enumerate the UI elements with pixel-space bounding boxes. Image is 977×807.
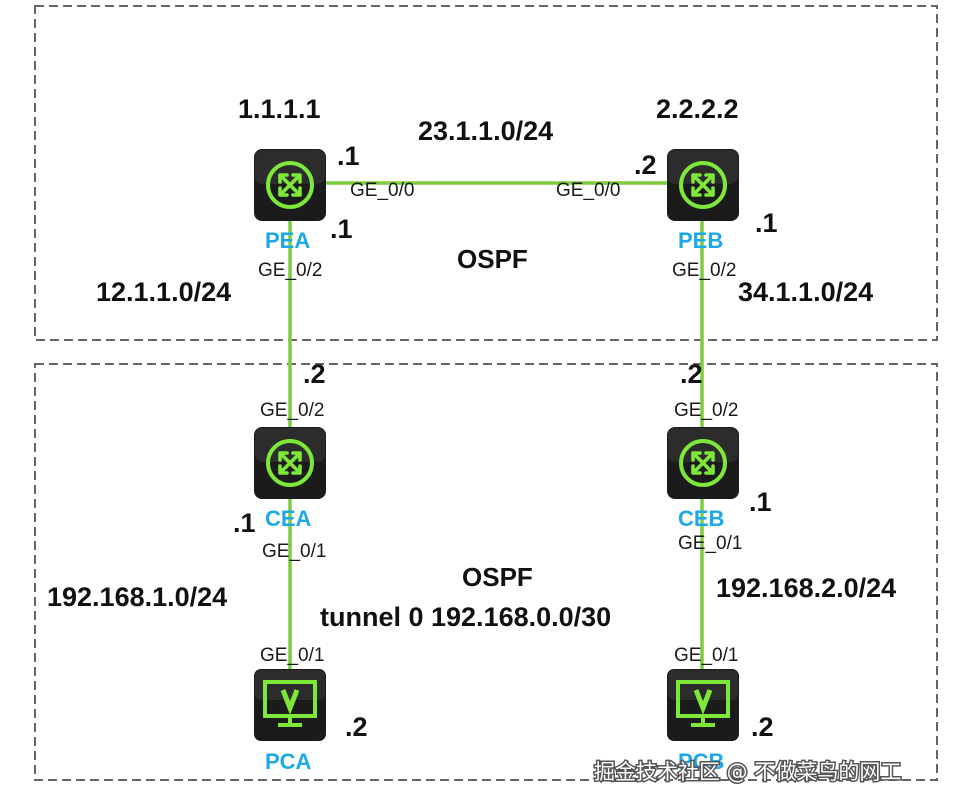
subnet-label: 192.168.1.0/24 <box>47 582 227 612</box>
interface-label: GE_0/2 <box>260 400 324 421</box>
device-cea[interactable] <box>254 427 326 499</box>
host-addr-label: .1 <box>330 214 353 244</box>
router-icon <box>254 149 326 221</box>
pc-monitor-icon <box>667 669 739 741</box>
device-peb[interactable] <box>667 149 739 221</box>
interface-label: GE_0/1 <box>262 541 326 562</box>
host-addr-label: .2 <box>345 712 368 742</box>
device-pea[interactable] <box>254 149 326 221</box>
interface-label: GE_0/1 <box>260 645 324 666</box>
protocol-label-bottom: OSPF <box>462 562 533 592</box>
device-name-cea: CEA <box>265 506 312 531</box>
subnet-label: 34.1.1.0/24 <box>738 277 873 307</box>
router-icon <box>254 427 326 499</box>
interface-label: GE_0/2 <box>672 260 736 281</box>
ospf-region-bottom <box>34 363 938 781</box>
protocol-label-top: OSPF <box>457 244 528 274</box>
host-addr-label: .1 <box>749 487 772 517</box>
tunnel-label: tunnel 0 192.168.0.0/30 <box>320 602 611 632</box>
pc-monitor-icon <box>254 669 326 741</box>
watermark-outline: 掘金技术社区 @ 不做菜鸟的网工 <box>594 760 901 784</box>
device-name-pcb: PCB <box>678 749 724 774</box>
device-name-peb: PEB <box>678 228 723 253</box>
host-addr-label: .1 <box>337 141 360 171</box>
interface-label: GE_0/2 <box>258 260 322 281</box>
interface-label: GE_0/0 <box>556 180 620 201</box>
host-addr-label: .2 <box>751 712 774 742</box>
host-addr-label: .2 <box>303 359 326 389</box>
subnet-label: 12.1.1.0/24 <box>96 277 231 307</box>
router-id-pea: 1.1.1.1 <box>238 94 321 124</box>
host-addr-label: .1 <box>233 508 256 538</box>
router-icon <box>667 427 739 499</box>
router-icon <box>667 149 739 221</box>
interface-label: GE_0/1 <box>678 533 742 554</box>
host-addr-label: .2 <box>634 150 657 180</box>
host-addr-label: .1 <box>755 208 778 238</box>
device-ceb[interactable] <box>667 427 739 499</box>
subnet-label: 192.168.2.0/24 <box>716 573 896 603</box>
interface-label: GE_0/1 <box>674 645 738 666</box>
subnet-label: 23.1.1.0/24 <box>418 116 553 146</box>
router-id-peb: 2.2.2.2 <box>656 94 739 124</box>
device-name-pca: PCA <box>265 749 312 774</box>
host-addr-label: .2 <box>680 359 703 389</box>
interface-label: GE_0/2 <box>674 400 738 421</box>
device-pca[interactable] <box>254 669 326 741</box>
device-name-ceb: CEB <box>678 506 724 531</box>
watermark: 掘金技术社区 @ 不做菜鸟的网工 <box>594 760 901 784</box>
interface-label: GE_0/0 <box>350 180 414 201</box>
ospf-region-top <box>34 5 938 341</box>
device-name-pea: PEA <box>265 228 310 253</box>
device-pcb[interactable] <box>667 669 739 741</box>
